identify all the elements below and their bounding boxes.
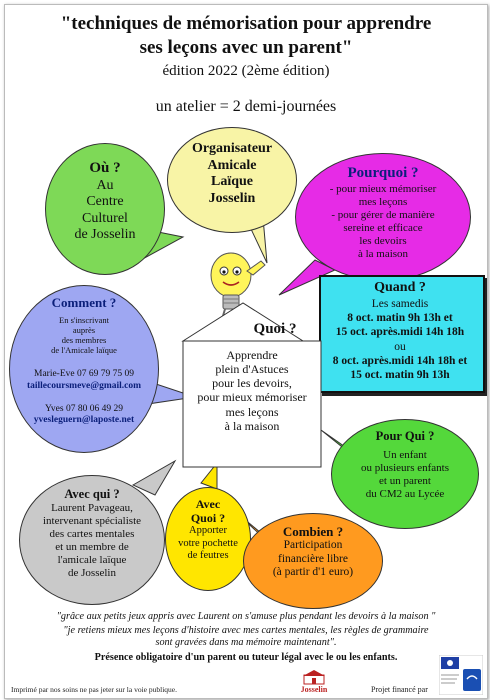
combien-bubble — [243, 513, 383, 609]
ou-heading: Où ? — [89, 160, 121, 176]
combien-heading: Combien ? — [282, 524, 344, 539]
quand-line: 8 oct. après.midi 14h 18h et — [332, 355, 468, 367]
avecquoi-line: votre pochette — [178, 537, 238, 549]
quoi-line: pour les devoirs, — [212, 376, 292, 391]
avecquoi-line: de feutres — [187, 550, 229, 562]
combien-line: Participation — [283, 539, 343, 552]
comment-line: En s'inscrivant — [59, 315, 109, 326]
ou-bubble — [45, 143, 165, 275]
avecqui-bubble — [19, 475, 165, 605]
pourqui-line: Un enfant — [383, 448, 427, 461]
comment-contact2: Yves 07 80 06 49 29 — [45, 403, 123, 414]
quote1: "grâce aux petits jeux appris avec Laure… — [56, 611, 436, 622]
avecqui-tail — [131, 459, 177, 496]
pourquoi-line: les devoirs — [359, 234, 407, 247]
avecquoi-heading1: Avec — [195, 497, 221, 511]
avecquoi-line: Apporter — [189, 525, 227, 537]
ou-line: Centre — [86, 194, 124, 210]
quand-heading: Quand ? — [374, 280, 426, 295]
combien-line: (à partir d'1 euro) — [272, 566, 354, 579]
projet-text: Projet financé par — [371, 685, 428, 694]
quoi-line: à la maison — [224, 418, 280, 433]
avecqui-heading: Avec qui ? — [64, 487, 120, 501]
avecquoi-bubble — [165, 487, 251, 591]
atelier-text: un atelier = 2 demi-journées — [155, 98, 337, 115]
organisateur-text: Organisateur Amicale Laïque Josselin — [167, 141, 297, 207]
quote2-line1: "je retiens mieux mes leçons d'histoire … — [63, 625, 429, 636]
pourqui-heading: Pour Qui ? — [375, 429, 435, 443]
pourquoi-heading: Pourquoi ? — [347, 165, 419, 181]
presence-text: Présence obligatoire d'un parent ou tute… — [94, 652, 398, 663]
pourquoi-line: à la maison — [357, 247, 409, 260]
comment-heading: Comment ? — [51, 295, 117, 310]
quand-text: Quand ? Les samedis 8 oct. matin 9h 13h … — [311, 279, 487, 383]
quand-line: 15 oct. matin 9h 13h — [350, 369, 450, 382]
pourquoi-text: Pourquoi ? - pour mieux mémoriser mes le… — [295, 165, 471, 261]
quand-line: ou — [394, 340, 406, 353]
ou-line: Au — [96, 177, 114, 193]
quoi-text: Apprendre plein d'Astuces pour les devoi… — [181, 348, 323, 433]
quand-line: 8 oct. matin 9h 13h et — [347, 311, 453, 324]
quoi-house — [181, 302, 322, 468]
quoi-line: Apprendre — [226, 348, 278, 362]
organisateur-line: Amicale — [207, 157, 257, 173]
quand-box — [319, 275, 485, 393]
imprime-text: Imprimé par nos soins ne pas jeter sur l… — [11, 685, 178, 694]
pourqui-line: ou plusieurs enfants — [361, 461, 449, 474]
poster: "techniques de mémorisation pour apprend… — [4, 4, 488, 699]
comment-bubble — [9, 285, 159, 453]
avecqui-line: l'amicale laïque — [57, 553, 127, 566]
edition-text: édition 2022 (2ème édition) — [162, 63, 330, 79]
comment-line: de l'Amicale laïque — [51, 345, 117, 356]
quoi-line: pour mieux mémoriser — [197, 390, 307, 405]
avecquoi-heading2: Quoi ? — [190, 511, 226, 526]
pourqui-line: et un parent — [379, 474, 431, 487]
quoi-heading: Quoi ? — [253, 321, 297, 337]
avecqui-text: Avec qui ? Laurent Pavageau, intervenant… — [19, 487, 165, 580]
organisateur-bubble — [167, 127, 297, 233]
pourquoi-line: sereine et efficace — [343, 221, 423, 234]
avecqui-line: et un membre de — [55, 540, 129, 553]
combien-line: financière libre — [278, 552, 348, 565]
ou-text: Où ? Au Centre Culturel de Josselin — [45, 160, 165, 244]
josselin-logo-text: Josselin — [300, 685, 328, 694]
lightbulb-mascot-icon — [210, 252, 266, 324]
ou-line: de Josselin — [74, 227, 136, 243]
pourquoi-bubble — [295, 153, 471, 281]
quand-line: Les samedis — [371, 297, 429, 310]
comment-text: Comment ? En s'inscrivant auprès des mem… — [9, 295, 159, 426]
combien-text: Combien ? Participation financière libre… — [243, 524, 383, 580]
josselin-logo-icon — [303, 670, 325, 685]
avecquoi-tail — [200, 461, 218, 490]
pourquoi-line: mes leçons — [358, 195, 408, 208]
ou-line: Culturel — [82, 210, 128, 226]
title-line1: "techniques de mémorisation pour apprend… — [60, 13, 432, 34]
comment-contact1: Marie-Eve 07 69 79 75 09 — [34, 369, 134, 380]
comment-email1[interactable]: taillecoursmeve@gmail.com — [26, 380, 142, 391]
quand-line: 15 oct. après.midi 14h 18h — [335, 326, 465, 339]
organisateur-line: Josselin — [208, 190, 256, 206]
caf-logo-icon — [439, 655, 483, 695]
pourqui-line: du CM2 au Lycée — [365, 487, 445, 500]
pourqui-bubble — [331, 419, 479, 529]
avecqui-line: Laurent Pavageau, — [51, 501, 133, 514]
quoi-line: plein d'Astuces — [215, 362, 289, 377]
avecqui-line: intervenant spécialiste — [42, 514, 142, 527]
pourquoi-line: - pour gérer de manière — [331, 208, 435, 221]
comment-email2[interactable]: yvesleguern@laposte.net — [33, 415, 135, 425]
title-line2: ses leçons avec un parent" — [139, 37, 353, 58]
quote2-line2: sont gravées dans ma mémoire maintenant"… — [155, 637, 337, 648]
quoi-line: mes leçons — [225, 404, 279, 419]
comment-line: des membres — [61, 335, 107, 346]
pourqui-text: Pour Qui ? Un enfant ou plusieurs enfant… — [331, 429, 479, 501]
avecqui-line: de Josselin — [68, 566, 116, 579]
avecquoi-text: Avec Quoi ? Apporter votre pochette de f… — [165, 497, 251, 562]
organisateur-line: Laïque — [210, 174, 253, 190]
avecqui-line: des cartes mentales — [49, 527, 135, 540]
comment-line: auprès — [72, 325, 96, 336]
organisateur-heading: Organisateur — [191, 141, 273, 156]
pourquoi-line: - pour mieux mémoriser — [329, 182, 437, 195]
